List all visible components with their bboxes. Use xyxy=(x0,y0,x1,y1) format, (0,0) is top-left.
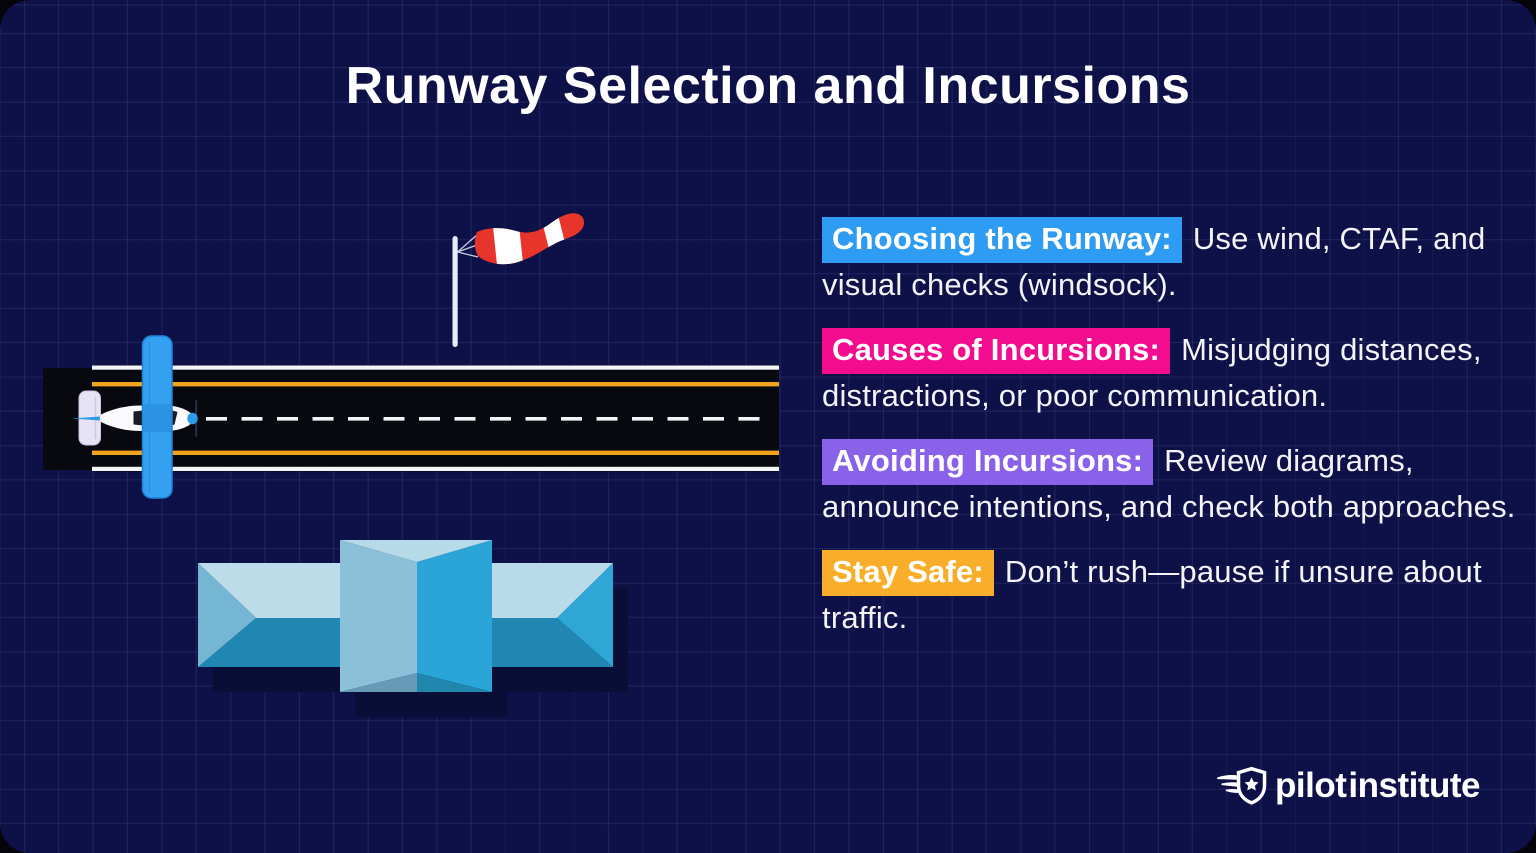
airplane-icon xyxy=(72,335,198,499)
runway xyxy=(43,365,779,472)
brand-name: pilotinstitute xyxy=(1275,766,1480,806)
pilot-institute-logo: pilotinstitute xyxy=(1216,763,1480,809)
key-point-label: Stay Safe: xyxy=(822,550,994,596)
key-point-stay-safe: Stay Safe:Don’t rush—pause if unsure abo… xyxy=(822,550,1522,640)
key-point-label: Causes of Incursions: xyxy=(822,328,1171,374)
key-point-choosing-runway: Choosing the Runway:Use wind, CTAF, and … xyxy=(822,217,1522,307)
brand-part-institute: institute xyxy=(1348,766,1480,805)
windsock-icon xyxy=(452,213,585,347)
key-point-text: Misjudging distances, distractions, or p… xyxy=(822,332,1482,413)
key-point-label: Choosing the Runway: xyxy=(822,217,1182,263)
key-point-text: Don’t rush—pause if unsure about traffic… xyxy=(822,554,1482,635)
key-point-label: Avoiding Incursions: xyxy=(822,439,1154,485)
terminal-building-icon xyxy=(198,540,628,717)
winged-shield-star-icon xyxy=(1216,766,1267,805)
page-title: Runway Selection and Incursions xyxy=(345,57,1191,115)
key-point-causes-incursions: Causes of Incursions:Misjudging distance… xyxy=(822,328,1522,418)
airfield-illustration xyxy=(43,213,779,717)
brand-part-pilot: pilot xyxy=(1275,766,1347,805)
key-point-text: Use wind, CTAF, and visual checks (winds… xyxy=(822,221,1486,302)
key-point-text: Review diagrams, announce intentions, an… xyxy=(822,443,1516,524)
key-points-list: Choosing the Runway:Use wind, CTAF, and … xyxy=(822,217,1522,661)
key-point-avoiding-incursions: Avoiding Incursions:Review diagrams, ann… xyxy=(822,439,1522,529)
